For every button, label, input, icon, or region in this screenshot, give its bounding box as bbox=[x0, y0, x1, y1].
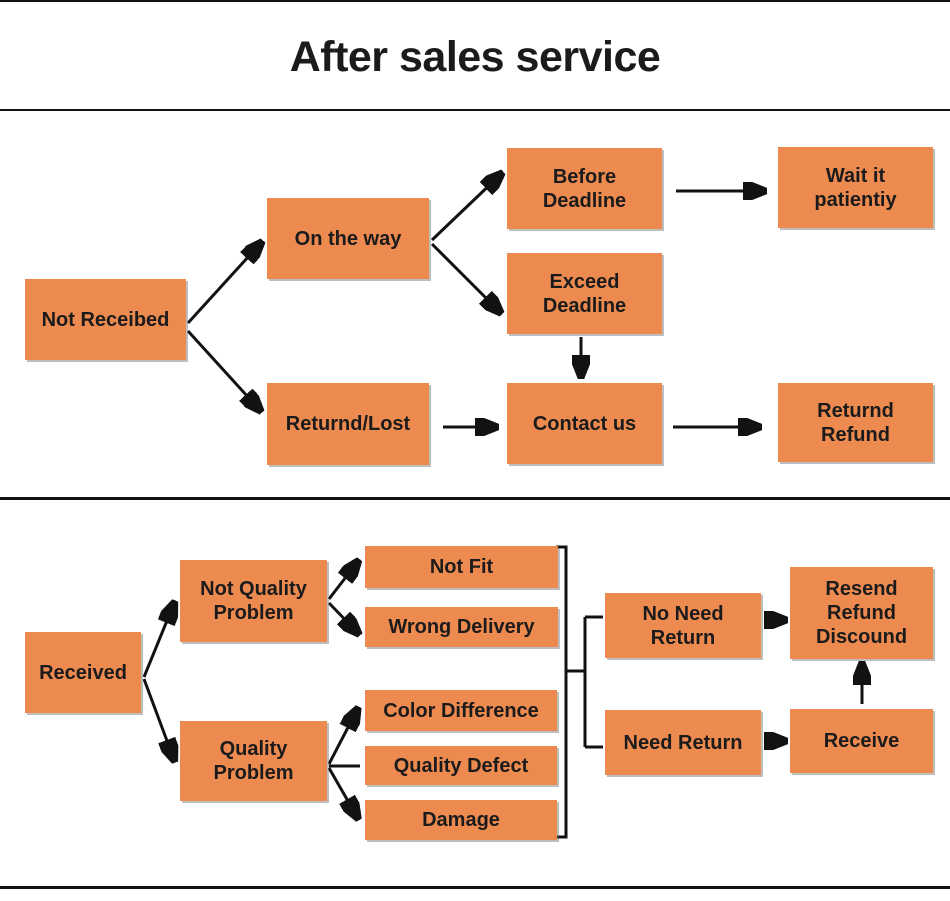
arrow-on-the-way-to-exceed-deadline bbox=[430, 242, 498, 310]
arrow-quality-to-damage bbox=[327, 767, 356, 815]
arrow-not-quality-to-wrong-delivery bbox=[327, 601, 356, 631]
arrow-on-the-way-to-before-deadline bbox=[430, 176, 499, 242]
node-returnd-refund: Returnd Refund bbox=[778, 383, 933, 462]
node-receive: Receive bbox=[790, 709, 933, 773]
node-not-quality-problem: Not Quality Problem bbox=[180, 560, 327, 642]
node-resend-refund-discound: Resend Refund Discound bbox=[790, 567, 933, 659]
arrow-received-to-quality-problem bbox=[142, 678, 173, 757]
arrow-not-receibed-to-returnd-lost bbox=[186, 329, 258, 408]
node-color-difference: Color Difference bbox=[365, 690, 557, 731]
node-exceed-deadline: Exceed Deadline bbox=[507, 253, 662, 334]
bracket-middle-options bbox=[554, 545, 568, 839]
arrow-received-to-not-quality-problem bbox=[142, 606, 173, 678]
node-quality-defect: Quality Defect bbox=[365, 746, 557, 785]
node-wait-it-patientiy: Wait it patientiy bbox=[778, 147, 933, 228]
node-need-return: Need Return bbox=[605, 710, 761, 775]
node-returnd-lost: Returnd/Lost bbox=[267, 383, 429, 465]
node-damage: Damage bbox=[365, 800, 557, 840]
node-no-need-return: No Need Return bbox=[605, 593, 761, 658]
node-not-receibed: Not Receibed bbox=[25, 279, 186, 360]
node-contact-us: Contact us bbox=[507, 383, 662, 464]
separator-bottom bbox=[0, 886, 950, 889]
node-received: Received bbox=[25, 632, 141, 713]
separator-middle bbox=[0, 497, 950, 500]
node-before-deadline: Before Deadline bbox=[507, 148, 662, 229]
separator-under-title bbox=[0, 109, 950, 111]
arrow-not-quality-to-not-fit bbox=[327, 564, 356, 600]
node-wrong-delivery: Wrong Delivery bbox=[365, 607, 558, 647]
arrow-not-receibed-to-on-the-way bbox=[186, 245, 259, 325]
arrow-quality-to-color-difference bbox=[327, 712, 356, 765]
node-on-the-way: On the way bbox=[267, 198, 429, 279]
node-quality-problem: Quality Problem bbox=[180, 721, 327, 801]
separator-top bbox=[0, 0, 950, 2]
page-title: After sales service bbox=[289, 33, 661, 81]
node-not-fit: Not Fit bbox=[365, 546, 558, 588]
